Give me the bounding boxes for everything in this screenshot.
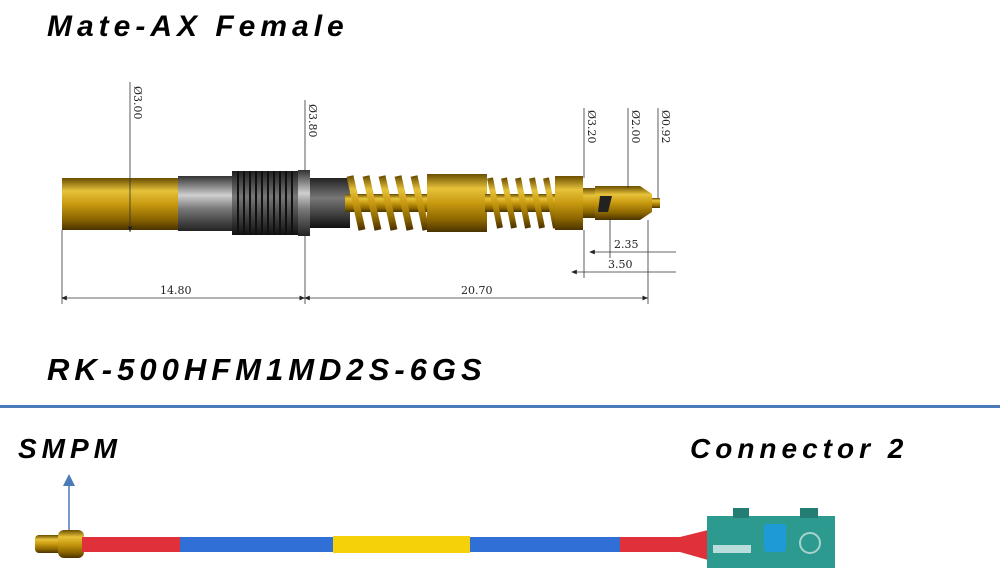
connector-2-latch (764, 524, 786, 552)
left-connector-label: SMPM (18, 433, 122, 464)
dim-length-ring: 3.50 (608, 258, 633, 271)
cable-red-left (82, 537, 182, 552)
steel-sleeve (178, 176, 234, 231)
dim-diameter-flange: Ø3.80 (306, 104, 319, 138)
section-divider (0, 405, 1000, 408)
dim-diameter-body: Ø3.00 (131, 86, 144, 120)
part-number: RK-500HFM1MD2S-6GS (47, 352, 487, 387)
dim-length-rear: 14.80 (160, 284, 192, 297)
arrow-head-icon (63, 474, 75, 486)
spring-coil-2 (487, 177, 559, 229)
right-connector-label: Connector 2 (690, 433, 909, 464)
front-ring (555, 176, 583, 230)
flange (298, 170, 310, 236)
page-title: Mate-AX Female (47, 10, 349, 43)
center-collar (427, 174, 487, 232)
smpm-body (58, 530, 84, 558)
contact-tip (595, 186, 652, 220)
cable-blue-right (470, 537, 622, 552)
spring-coil (346, 175, 430, 231)
dim-diameter-tip: Ø2.00 (629, 110, 642, 144)
dim-diameter-ring: Ø3.20 (585, 110, 598, 144)
cable-assembly (35, 474, 835, 568)
dark-collar (310, 178, 350, 228)
cable-blue-left (180, 537, 333, 552)
dim-length-front: 20.70 (461, 284, 493, 297)
threaded-section (232, 171, 300, 235)
cable-yellow-marker (333, 536, 470, 553)
smpm-plug (35, 535, 65, 553)
dim-diameter-pin: Ø0.92 (659, 110, 672, 144)
dim-length-tip: 2.35 (614, 238, 639, 251)
cable-red-right (620, 530, 708, 560)
gold-barrel (62, 178, 180, 230)
